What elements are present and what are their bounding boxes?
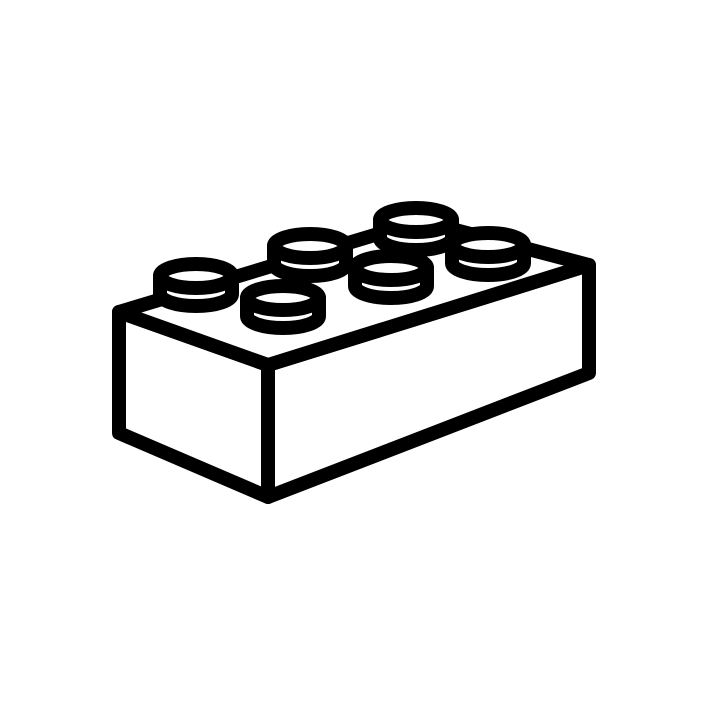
brick-stud [348, 249, 434, 305]
brick-stud [373, 201, 459, 257]
brick-stud [153, 257, 239, 313]
brick-stud [267, 227, 353, 283]
brick-stud [240, 279, 326, 335]
brick-stud [445, 226, 531, 282]
